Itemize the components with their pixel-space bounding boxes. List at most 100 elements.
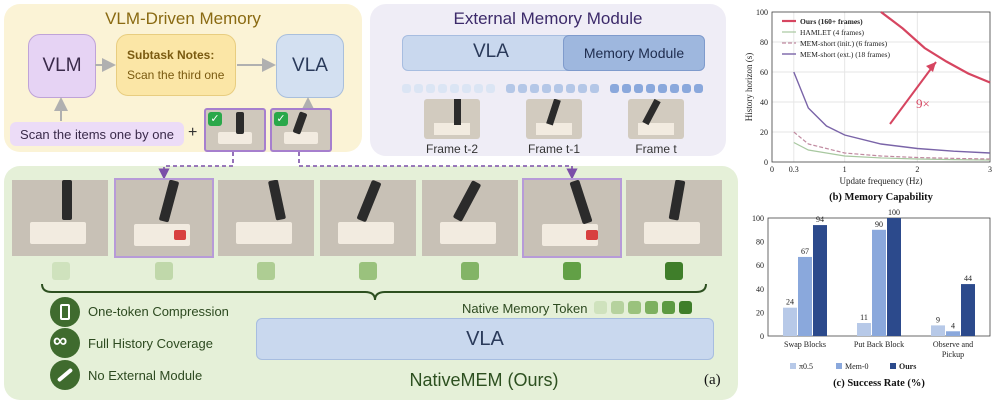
bar-0-0 [783,307,797,336]
legend-label-2: Ours [899,362,916,371]
category-label: Swap Blocks [784,340,826,349]
vlm-box: VLM [28,34,96,98]
sequence-frame-6 [522,178,622,258]
y-tick-label: 80 [756,238,764,247]
connector-frame-2 [298,152,578,180]
sequence-frame-5 [422,180,518,256]
bar-value-label: 9 [936,315,940,324]
x-tick-label: 2 [915,165,919,174]
x-tick-label: 3 [988,165,992,174]
infinity-icon: ∞ [50,328,80,358]
bar-value-label: 94 [816,215,824,224]
memory-token-3 [257,262,275,280]
native-vla-bar: VLA [256,318,714,360]
legend-swatch-0 [790,363,796,369]
check-icon: ✓ [208,112,222,126]
native-vla-label: VLA [466,327,504,350]
legend-label-1: Mem-0 [845,362,869,371]
plus-sign: + [188,124,198,141]
y-tick-label: 100 [756,8,768,17]
memory-token-7 [665,262,683,280]
frame-t-1-image [526,99,582,139]
y-tick-label: 20 [756,308,764,317]
legend-label-2: MEM-short (init.) (6 frames) [800,39,888,48]
x-tick-label: 1 [843,165,847,174]
legend-swatch-1 [836,363,842,369]
native-token-3 [628,301,641,314]
frame-t-image [628,99,684,139]
bar-1-0 [857,323,871,336]
memory-module-box: Memory Module [563,35,705,71]
memory-token-4 [359,262,377,280]
memory-token-6 [563,262,581,280]
native-token-2 [611,301,624,314]
sequence-frame-4 [320,180,416,256]
bar-value-label: 24 [786,298,794,307]
legend-swatch-2 [890,363,896,369]
series-line-2 [793,131,991,160]
x-tick-label: 0.3 [789,165,799,174]
vla-box-vlm-label: VLA [292,55,328,76]
y-tick-label: 60 [756,261,764,270]
bar-value-label: 11 [860,313,868,322]
bar-2-0 [931,325,945,336]
native-token-6 [679,301,692,314]
feature-coverage: Full History Coverage [88,336,213,351]
series-line-0 [880,11,991,84]
y-tick-label: 20 [760,128,768,137]
annotation-arrow [889,61,937,125]
feature-compression: One-token Compression [88,304,229,319]
bar-1-2 [887,218,901,336]
sequence-frame-2 [114,178,214,258]
memory-token-1 [52,262,70,280]
x-tick-label: 0 [770,165,774,174]
bar-value-label: 44 [964,274,972,283]
instruction-text: Scan the items one by one [20,126,174,142]
category-label: Observe and [933,340,973,349]
vlm-panel-title: VLM-Driven Memory [105,9,261,28]
legend-label-0: Ours (160+ frames) [800,17,863,26]
bar-0-1 [798,256,812,336]
bar-value-label: 67 [801,247,809,256]
memory-token-5 [461,262,479,280]
memory-token-2 [155,262,173,280]
memory-module-label: Memory Module [583,45,685,61]
bar-0-2 [813,225,827,336]
frame-label-t: Frame t [635,142,677,156]
frame-t-2-image [424,99,480,139]
series-line-3 [793,71,991,154]
legend-label-1: HAMLET (4 frames) [800,28,865,37]
sequence-frame-3 [218,180,314,256]
frame-label-t-2: Frame t-2 [425,142,478,156]
ext-token-row [402,84,703,94]
y-tick-label: 100 [752,214,764,223]
connector-frame-1 [158,152,234,180]
y-axis-label: History horizon (s) [744,53,754,122]
legend-label-3: MEM-short (ext.) (18 frames) [800,50,890,59]
chart-title: (b) Memory Capability [829,192,934,203]
ext-vla-label: VLA [473,41,509,62]
bar-value-label: 100 [888,208,900,217]
unplug-icon [50,360,80,390]
vla-box-vlm: VLA [276,34,344,98]
vlm-frame-2: ✓ [270,108,332,152]
bar-1-1 [872,229,886,336]
feature-no-module: No External Module [88,368,203,383]
y-tick-label: 80 [760,38,768,47]
check-icon: ✓ [274,112,288,126]
subtask-notes-title: Subtask Notes: [127,48,215,62]
annotation-arrowhead [926,62,936,72]
category-label: Pickup [942,350,964,359]
bar-2-2 [961,284,975,336]
native-memory-token-label: Native Memory Token [462,301,588,316]
series-line-1 [793,141,991,161]
sequence-frame-7 [626,180,722,256]
bar-value-label: 4 [951,321,955,330]
y-tick-label: 60 [760,68,768,77]
frame-label-t-1: Frame t-1 [527,142,580,156]
compress-icon [50,297,80,327]
native-token-1 [594,301,607,314]
nativemem-title: NativeMEM (Ours) [409,370,559,390]
